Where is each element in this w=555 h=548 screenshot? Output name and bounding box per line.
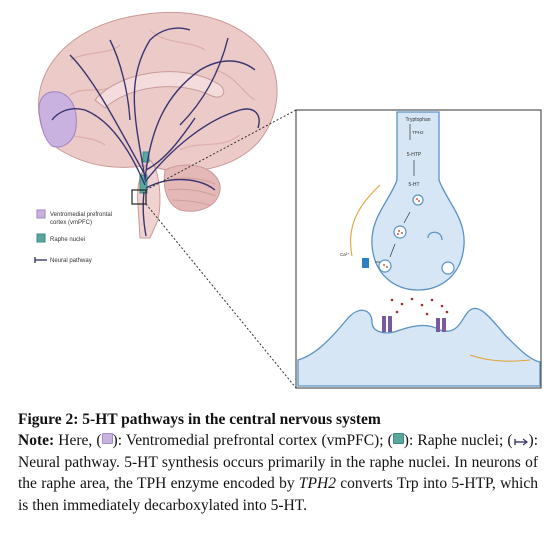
- legend-vmpfc-line1: Ventromedial prefrontal: [50, 212, 112, 218]
- neural-pathway-icon: [513, 438, 528, 446]
- figure-illustration: Ventromedial prefrontal cortex (vmPFC) R…: [34, 11, 542, 389]
- vmpfc-region: [38, 91, 77, 148]
- label-5ht: 5-HT: [408, 182, 419, 188]
- synapse-panel: Tryptophan TPH2 5-HTP 5-HT Ca²⁺: [295, 109, 542, 389]
- raphe-swatch-icon: [392, 433, 404, 444]
- legend-vmpfc-line2: cortex (vmPFC): [50, 220, 92, 226]
- vmpfc-swatch-icon: [101, 433, 113, 444]
- label-ca: Ca²⁺: [340, 252, 350, 257]
- brain-illustration: [38, 11, 278, 239]
- neural-pathway-lines: [51, 27, 260, 237]
- legend-raphe: Raphe nuclei: [50, 237, 85, 243]
- legend-pathway: Neural pathway: [50, 258, 92, 264]
- label-tph2: TPH2: [412, 130, 424, 135]
- note-label: Note:: [18, 432, 55, 449]
- figure-caption: Figure 2: 5-HT pathways in the central n…: [18, 410, 538, 516]
- gene-name: TPH2: [298, 475, 336, 492]
- caption-note: Note: Here, (): Ventromedial prefrontal …: [18, 432, 539, 514]
- caption-title: Figure 2: 5-HT pathways in the central n…: [18, 411, 381, 428]
- figure-legend: Ventromedial prefrontal cortex (vmPFC) R…: [34, 209, 112, 264]
- label-tryptophan: Tryptophan: [405, 117, 430, 123]
- label-5htp: 5-HTP: [407, 152, 422, 158]
